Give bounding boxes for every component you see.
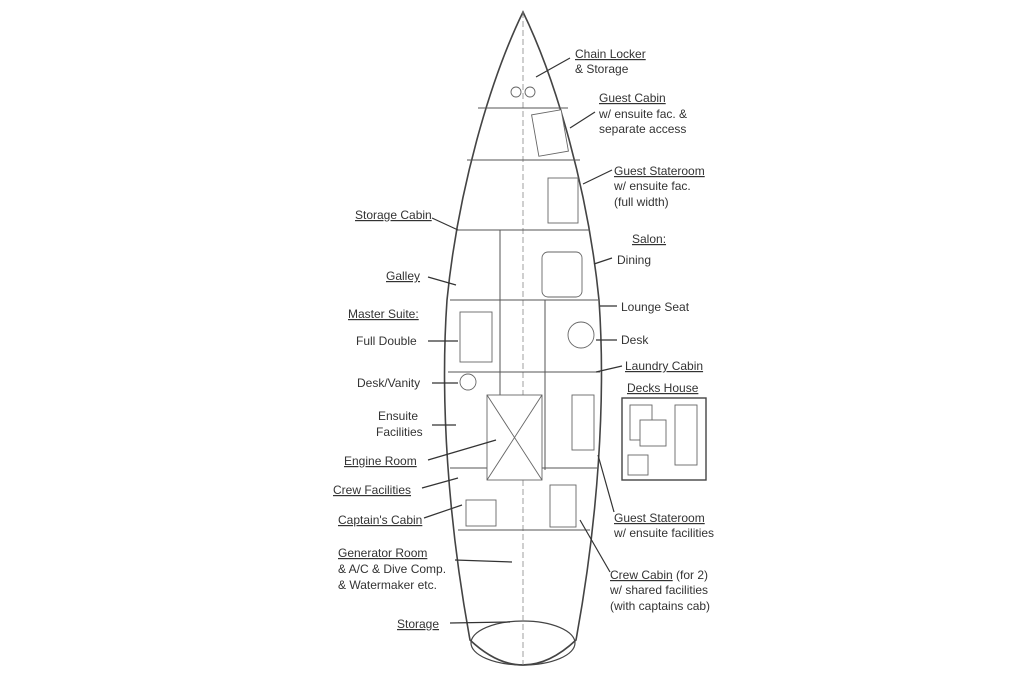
label-facilities: Facilities — [376, 425, 423, 439]
label-guest-cabin-sub2: separate access — [599, 122, 686, 136]
label-crew-cabin: Crew Cabin (for 2) — [610, 568, 708, 582]
label-salon: Salon: — [632, 232, 666, 246]
label-generator-room-sub1: & A/C & Dive Comp. — [338, 562, 446, 576]
label-galley: Galley — [386, 269, 420, 283]
label-guest-cabin: Guest Cabin — [599, 91, 666, 105]
label-guest-stateroom-fwd: Guest Stateroom — [614, 164, 705, 178]
label-crew-cabin-title: Crew Cabin — [610, 568, 673, 582]
label-engine-room: Engine Room — [344, 454, 417, 468]
label-laundry-cabin: Laundry Cabin — [625, 359, 703, 373]
label-desk-vanity: Desk/Vanity — [357, 376, 420, 390]
label-crew-facilities: Crew Facilities — [333, 483, 411, 497]
label-crew-cabin-sub2: (with captains cab) — [610, 599, 710, 613]
label-chain-locker-sub: & Storage — [575, 62, 629, 76]
label-crew-cabin-sub1: w/ shared facilities — [609, 583, 708, 597]
label-master-suite: Master Suite: — [348, 307, 419, 321]
label-guest-stateroom-fwd-sub2: (full width) — [614, 195, 669, 209]
label-storage: Storage — [397, 617, 439, 631]
label-lounge-seat: Lounge Seat — [621, 300, 690, 314]
label-guest-stateroom-aft-sub: w/ ensuite facilities — [613, 526, 714, 540]
label-generator-room: Generator Room — [338, 546, 427, 560]
label-dining: Dining — [617, 253, 651, 267]
label-generator-room-sub2: & Watermaker etc. — [338, 578, 437, 592]
windlass-icon — [510, 86, 522, 98]
label-ensuite: Ensuite — [378, 409, 418, 423]
label-guest-cabin-sub1: w/ ensuite fac. & — [598, 107, 687, 121]
label-guest-stateroom-aft: Guest Stateroom — [614, 511, 705, 525]
label-crew-cabin-suffix: (for 2) — [673, 568, 708, 582]
furniture — [459, 109, 595, 528]
windlass-icon — [524, 86, 536, 98]
label-captains-cabin: Captain's Cabin — [338, 513, 422, 527]
label-guest-stateroom-fwd-sub1: w/ ensuite fac. — [613, 179, 691, 193]
label-desk: Desk — [621, 333, 649, 347]
label-chain-locker: Chain Locker — [575, 47, 646, 61]
leader-lines — [421, 57, 623, 624]
label-storage-cabin: Storage Cabin — [355, 208, 432, 222]
label-decks-house: Decks House — [627, 381, 699, 395]
deck-house-plan — [621, 397, 707, 481]
label-full-double: Full Double — [356, 334, 417, 348]
